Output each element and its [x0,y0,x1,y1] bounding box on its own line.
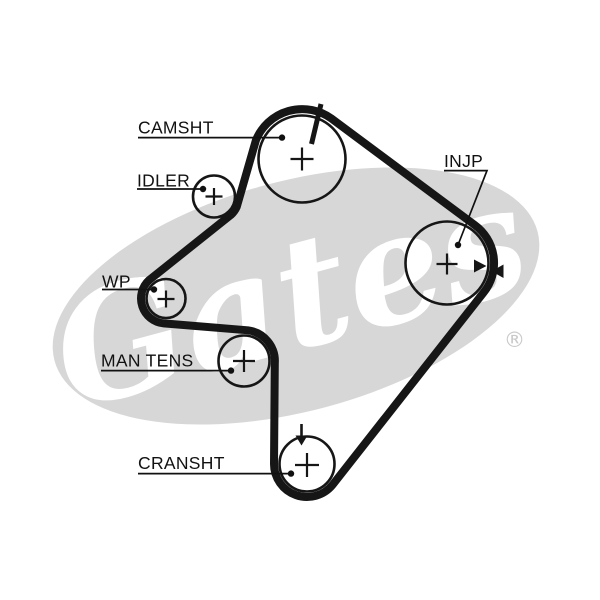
camshaft-center-mark [290,147,314,171]
camshaft-callout: CAMSHT [138,118,286,141]
camshaft-leader-dot [278,134,286,141]
registered-trademark-icon: ® [504,328,526,353]
crankshaft-callout: CRANSHT [138,453,295,477]
crankshaft-label: CRANSHT [138,453,225,473]
idler-pulley [191,174,237,219]
injection-pump-callout: INJP [444,151,489,249]
gates-oval [52,167,540,425]
alignment-arrow-left-icon [491,264,504,278]
camshaft-label: CAMSHT [138,118,214,138]
injection-pump-leader-line [444,169,489,246]
water-pump-label: WP [102,272,131,292]
camshaft-pulley [257,114,347,204]
injection-pump-pulley [404,220,490,306]
idler-callout: IDLER [137,171,207,193]
idler-label: IDLER [137,171,190,191]
water-pump-leader-dot [150,286,158,293]
manual-tensioner-pulley [217,334,271,388]
idler-center-mark [205,188,223,205]
manual-tensioner-callout: MAN TENS [101,351,235,374]
crankshaft-center-mark [295,453,319,477]
crankshaft-timing-arrow-icon [295,424,308,446]
timing-belt [137,105,499,501]
water-pump-pulley [145,277,187,320]
manual-tensioner-leader-dot [227,367,235,374]
manual-tensioner-label: MAN TENS [101,351,194,371]
alignment-arrow-right-icon [474,259,487,273]
injection-pump-alignment-arrows-icon [474,259,504,278]
camshaft-timing-mark-icon [309,103,324,145]
idler-leader-dot [199,185,207,193]
crankshaft-pulley [278,435,336,493]
injection-pump-label: INJP [444,151,483,171]
water-pump-center-mark [157,290,175,308]
manual-tensioner-center-mark [233,350,255,372]
crankshaft-leader-dot [287,470,295,477]
water-pump-callout: WP [102,272,158,293]
injection-pump-leader-dot [454,241,462,249]
injection-pump-center-mark [436,253,458,275]
